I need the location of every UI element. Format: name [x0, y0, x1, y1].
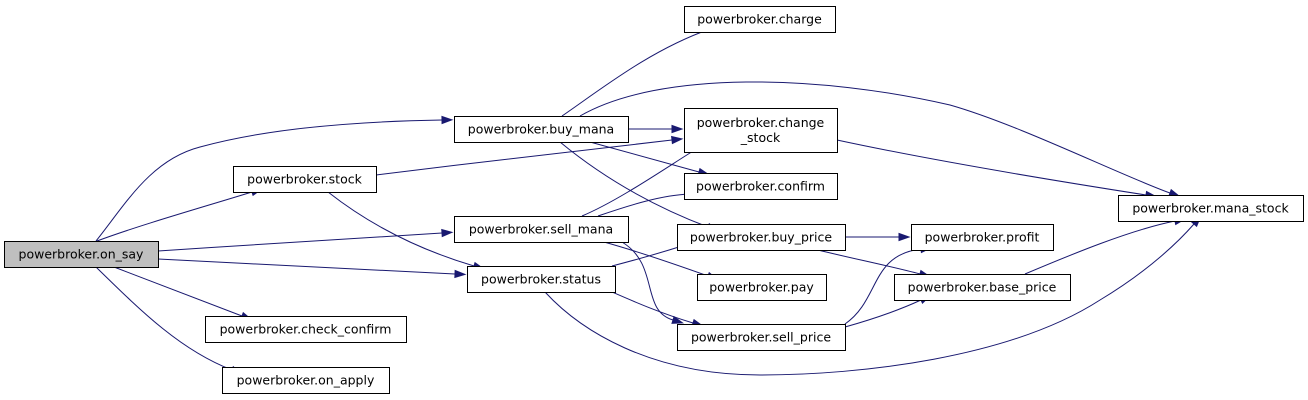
arrowhead-icon — [671, 135, 684, 145]
node-label: powerbroker.profit — [925, 230, 1040, 245]
edge-line — [113, 266, 243, 317]
edge-line — [561, 28, 711, 117]
edge-sell_mana-to-sell_price — [621, 241, 685, 324]
node-label: powerbroker.pay — [709, 280, 814, 295]
node-box — [677, 324, 846, 351]
node-box — [1118, 195, 1304, 222]
node-label: powerbroker.sell_mana — [469, 222, 613, 237]
node-box — [684, 173, 838, 200]
edge-on_say-to-sell_mana — [157, 228, 454, 252]
edge-on_say-to-stock — [96, 188, 264, 242]
edge-line — [95, 266, 233, 371]
node-profit[interactable]: powerbroker.profit — [911, 224, 1054, 251]
edge-line — [96, 191, 253, 242]
node-status[interactable]: powerbroker.status — [467, 266, 616, 293]
arrowhead-icon — [441, 115, 454, 125]
node-label: powerbroker.status — [481, 272, 601, 287]
node-on-say[interactable]: powerbroker.on_say — [4, 241, 159, 268]
edge-line — [611, 245, 683, 267]
edge-line — [375, 139, 673, 176]
edge-status-to-sell_price — [611, 291, 705, 327]
edge-line — [836, 139, 1147, 196]
edge-stock-to-change_stock — [375, 135, 684, 176]
edge-line — [157, 232, 443, 252]
node-buy-price[interactable]: powerbroker.buy_price — [677, 224, 846, 251]
node-box — [454, 216, 629, 243]
node-sell-price[interactable]: powerbroker.sell_price — [677, 324, 846, 351]
node-label: _stock — [740, 130, 781, 145]
arrowhead-icon — [441, 228, 454, 238]
node-label: powerbroker.confirm — [696, 179, 825, 194]
node-change-stock[interactable]: powerbroker.change_stock — [684, 108, 838, 153]
node-label: powerbroker.charge — [697, 12, 822, 27]
edge-on_say-to-buy_mana — [95, 115, 454, 242]
node-buy-mana[interactable]: powerbroker.buy_mana — [454, 116, 629, 143]
edge-line — [544, 223, 1195, 376]
node-label: powerbroker.sell_price — [691, 330, 831, 345]
node-label: powerbroker.stock — [247, 172, 362, 187]
node-mana-stock[interactable]: powerbroker.mana_stock — [1118, 195, 1304, 222]
node-box — [677, 224, 846, 251]
edge-line — [581, 147, 699, 217]
edge-line — [95, 119, 443, 242]
node-label: powerbroker.change — [697, 115, 825, 130]
node-base-price[interactable]: powerbroker.base_price — [894, 274, 1071, 301]
arrowhead-icon — [671, 315, 685, 324]
edge-line — [157, 258, 456, 275]
node-box — [684, 108, 838, 153]
node-box — [697, 274, 827, 301]
edge-change_stock-to-mana_stock — [836, 139, 1158, 200]
node-confirm[interactable]: powerbroker.confirm — [684, 173, 838, 200]
edge-line — [597, 193, 691, 217]
node-stock[interactable]: powerbroker.stock — [233, 166, 377, 193]
edge-buy_price-to-base_price — [817, 249, 932, 278]
nodes-layer: powerbroker.on_saypowerbroker.buy_manapo… — [4, 6, 1304, 394]
node-box — [222, 367, 390, 394]
arrowhead-icon — [898, 232, 911, 242]
edge-line — [579, 81, 1171, 194]
node-box — [911, 224, 1054, 251]
node-box — [205, 316, 407, 343]
edge-buy_price-to-profit — [845, 232, 911, 242]
node-box — [467, 266, 616, 293]
node-pay[interactable]: powerbroker.pay — [697, 274, 827, 301]
edge-line — [844, 299, 922, 328]
node-label: powerbroker.mana_stock — [1132, 201, 1289, 216]
node-check-confirm[interactable]: powerbroker.check_confirm — [205, 316, 407, 343]
edge-status-to-mana_stock — [544, 215, 1202, 376]
node-label: powerbroker.on_apply — [237, 373, 375, 388]
node-label: powerbroker.buy_mana — [468, 122, 614, 137]
node-label: powerbroker.check_confirm — [220, 322, 392, 337]
edge-line — [817, 249, 921, 275]
edge-line — [621, 241, 674, 321]
edge-line — [611, 291, 694, 324]
edge-line — [559, 141, 709, 228]
node-box — [894, 274, 1071, 301]
node-charge[interactable]: powerbroker.charge — [684, 6, 836, 33]
arrowhead-icon — [671, 124, 684, 134]
node-label: powerbroker.on_say — [19, 247, 145, 262]
edge-on_say-to-check_confirm — [113, 266, 253, 321]
node-sell-mana[interactable]: powerbroker.sell_mana — [454, 216, 629, 243]
node-on-apply[interactable]: powerbroker.on_apply — [222, 367, 390, 394]
edge-line — [844, 248, 922, 325]
edge-line — [603, 241, 709, 277]
edge-buy_mana-to-mana_stock — [579, 81, 1181, 197]
edge-buy_mana-to-charge — [561, 25, 721, 117]
edge-line — [1024, 220, 1176, 275]
node-box — [684, 6, 836, 33]
node-box — [454, 116, 629, 143]
node-box — [233, 166, 377, 193]
node-label: powerbroker.base_price — [908, 280, 1057, 295]
edge-on_say-to-status — [157, 258, 467, 279]
edge-buy_mana-to-change_stock — [627, 124, 684, 134]
edge-line — [589, 141, 700, 173]
edge-line — [327, 191, 475, 267]
node-box — [4, 241, 159, 268]
arrowhead-icon — [454, 269, 467, 279]
node-label: powerbroker.buy_price — [690, 230, 832, 245]
